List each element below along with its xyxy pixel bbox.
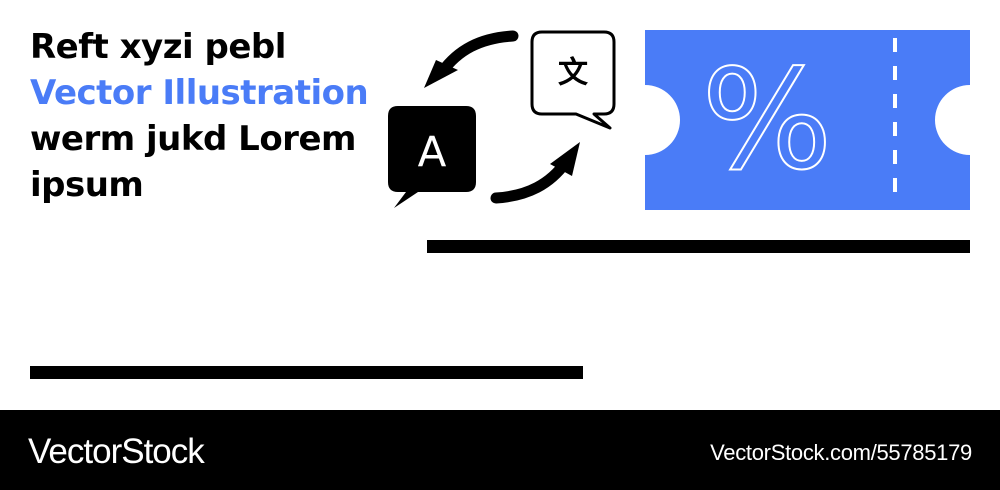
divider-line-bottom: [30, 366, 583, 379]
speech-bubble-wen-glyph: 文: [558, 56, 588, 91]
headline-line-4: ipsum: [30, 165, 144, 205]
headline-line-1: Reft xyzi pebl: [30, 27, 286, 67]
headline-line-2: Vector Illustration: [30, 73, 369, 113]
divider-line-top: [427, 240, 970, 253]
coupon-percent-symbol: %: [701, 40, 832, 201]
brand-logo: VectorStock: [28, 432, 205, 471]
headline: Reft xyzi pebl Vector Illustration werm …: [30, 24, 369, 208]
speech-bubble-a-icon: A: [388, 106, 476, 208]
arrow-bottom-icon: [490, 142, 580, 204]
footer-url: VectorStock.com/55785179: [710, 440, 972, 465]
discount-coupon-icon: %: [645, 30, 970, 210]
arrow-top-icon: [424, 30, 519, 88]
speech-bubble-wen-icon: 文: [530, 30, 616, 130]
speech-bubble-a-letter: A: [418, 128, 447, 177]
headline-line-3: werm jukd Lorem: [30, 119, 356, 159]
translate-icon: A 文: [388, 30, 616, 208]
footer-bar: VectorStock VectorStock.com/55785179: [0, 410, 1000, 490]
